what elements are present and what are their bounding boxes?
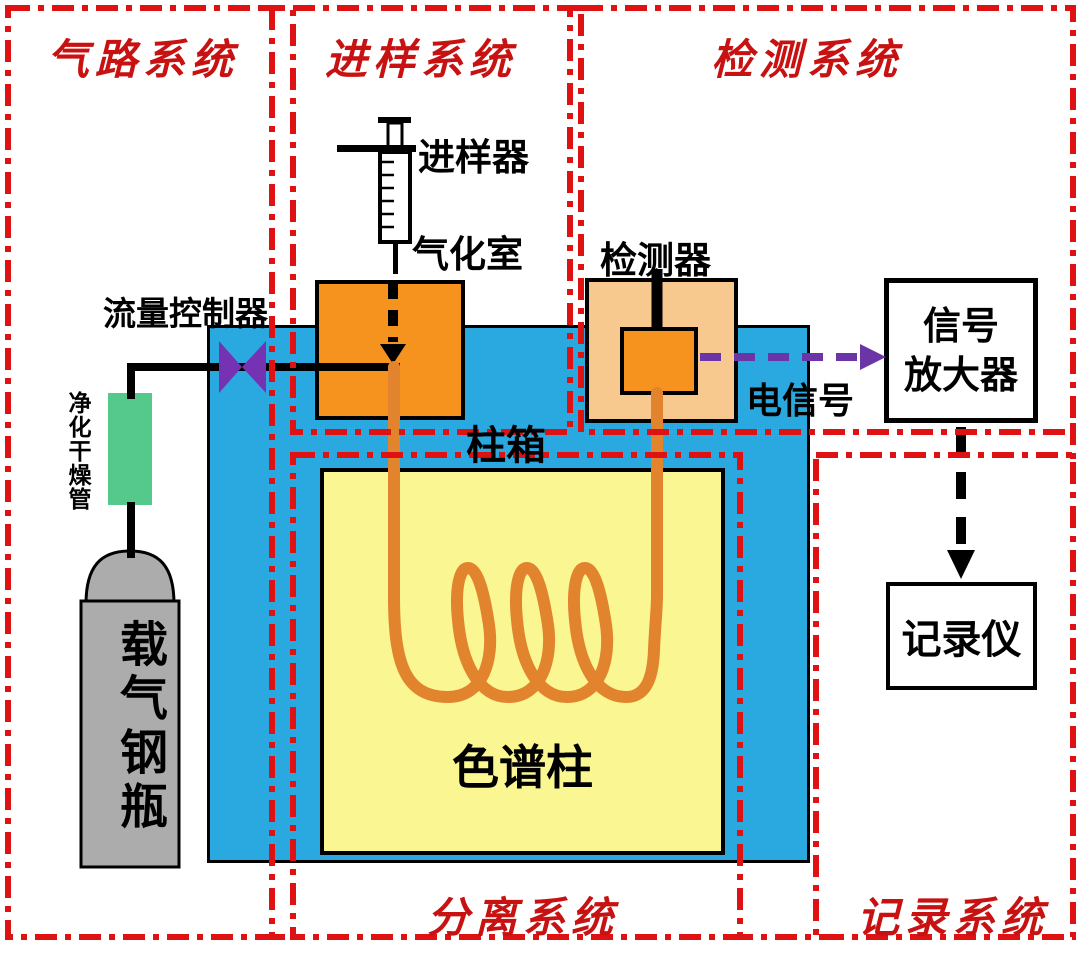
recording-system-label: 记录系统 [856,893,1049,942]
vaporizer-box [315,280,465,420]
recording-system-border [813,452,1076,940]
recorder-box: 记录仪 [886,582,1037,690]
signal-amplifier-box: 信号 放大器 [884,278,1038,423]
syringe-needle [393,242,398,274]
drying-tube-shape [108,393,152,505]
detection-system-label: 检测系统 [710,35,903,84]
column-oven-label: 柱箱 [466,422,546,469]
flow-controller-label: 流量控制器 [103,294,268,333]
signal-amplifier-label-line2: 放大器 [903,351,1018,397]
column-label: 色谱柱 [452,741,593,796]
recorder-label: 记录仪 [901,616,1022,663]
recorder-signal-arrow [947,427,975,579]
syringe-icon [337,117,416,274]
detector-label: 检测器 [600,238,711,282]
injector-label: 进样器 [418,135,529,179]
electrical-signal-label: 电信号 [746,380,855,422]
detector-inner-box [620,327,698,395]
carrier-cylinder-label: 载气钢瓶 [111,619,167,835]
gas-path-system-label: 气路系统 [46,35,239,84]
signal-amplifier-label-line1: 信号 [922,302,999,348]
vaporizer-label: 气化室 [412,232,523,276]
separation-system-label: 分离系统 [426,893,619,942]
drying-tube-label: 净化干燥管 [64,391,91,511]
injection-system-label: 进样系统 [324,35,517,84]
